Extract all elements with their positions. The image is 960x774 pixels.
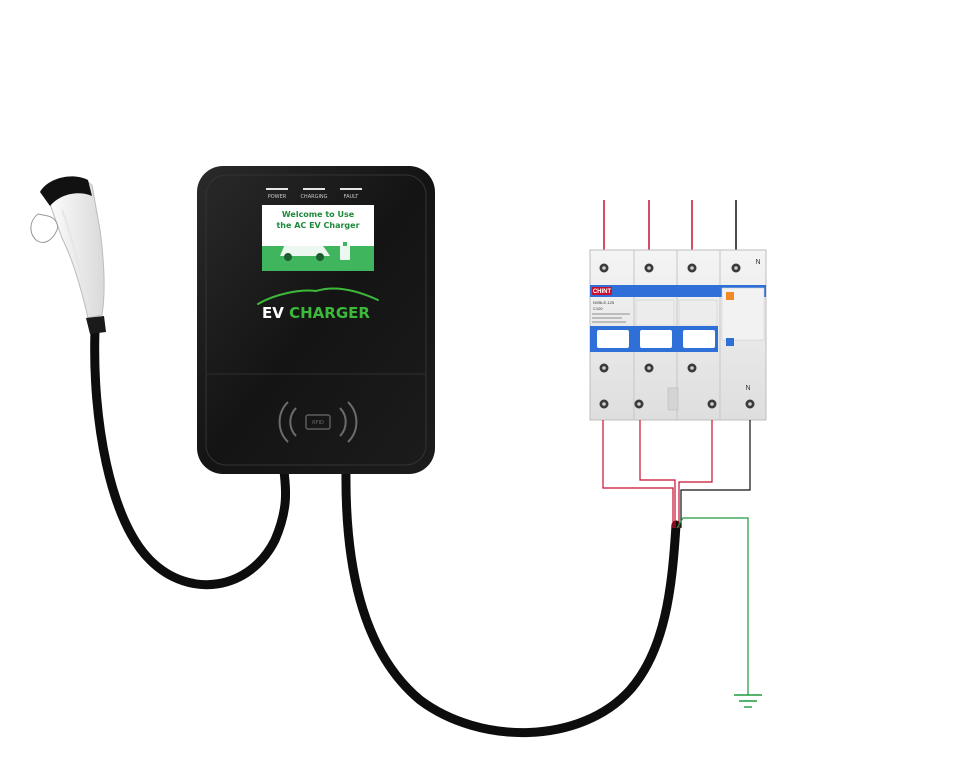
- bottom-terminal-screws: [599, 363, 755, 411]
- rfid-reader-icon: RFID: [278, 401, 358, 443]
- charging-station-icon: [340, 238, 350, 260]
- input-wires: [603, 200, 737, 252]
- display-screen: Welcome to Use the AC EV Charger: [262, 205, 374, 271]
- charging-plug: [30, 176, 106, 334]
- breaker-front-panel: CHINT NXBLE-125 C100: [590, 285, 766, 346]
- ev-charger-brand-text: EV CHARGER: [262, 304, 370, 322]
- screen-welcome-line-2: the AC EV Charger: [276, 221, 359, 230]
- breaker-brand: CHINT: [593, 289, 612, 295]
- ground-symbol-icon: [734, 694, 762, 708]
- charging-cable: [90, 325, 291, 590]
- neutral-label-bottom: N: [745, 385, 750, 392]
- circuit-breaker: N CHINT NXBLE-125 C100: [589, 249, 767, 421]
- top-terminal-screws: [599, 263, 741, 273]
- breaker-rating: C100: [593, 306, 603, 311]
- rfid-card-label: RFID: [312, 420, 324, 426]
- ev-charger-logo: EV CHARGER: [257, 287, 379, 322]
- indicator-label-power: POWER: [268, 194, 287, 200]
- fault-indicator-light: [340, 188, 362, 190]
- car-icon: [280, 238, 330, 261]
- screen-welcome-line-1: Welcome to Use: [282, 210, 355, 219]
- output-wires: [602, 420, 751, 528]
- indicator-label-fault: FAULT: [344, 194, 360, 200]
- reset-button-icon: [726, 338, 734, 346]
- breaker-model: NXBLE-125: [593, 300, 615, 305]
- charging-indicator-light: [303, 188, 325, 190]
- ev-charger-unit: POWER CHARGING FAULT Welcome to Use the …: [197, 166, 435, 474]
- test-button-icon: [726, 292, 734, 300]
- indicator-label-charging: CHARGING: [300, 194, 327, 200]
- earth-wire: [676, 517, 749, 695]
- neutral-label-top: N: [755, 259, 760, 266]
- indicator-lights: POWER CHARGING FAULT: [266, 188, 362, 200]
- breaker-toggle-levers: [590, 326, 718, 352]
- supply-cable: [341, 465, 681, 737]
- power-indicator-light: [266, 188, 288, 190]
